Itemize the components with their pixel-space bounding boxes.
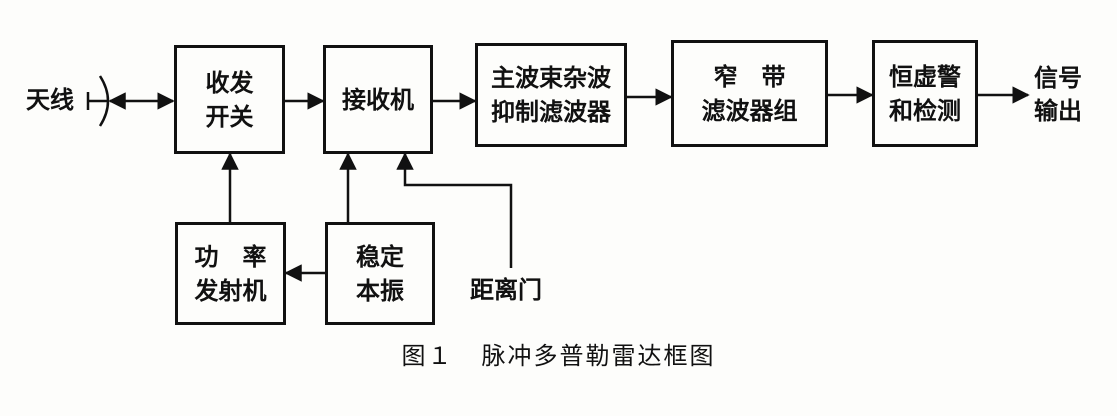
cfar-block: 恒虚警和检测 [872,40,978,147]
transmitter-block: 功 率发射机 [175,222,286,325]
range-gate-receiver-link [396,152,513,268]
figure-title: 脉冲多普勒雷达框图 [481,342,716,370]
transmitter-block-line-2: 发射机 [194,276,267,305]
stalo-block-line-1: 稳定 [356,242,404,271]
narrowband-filter-block-line-2: 滤波器组 [701,96,798,125]
range-gate-label: 距离门 [470,276,542,304]
clutter-filter-block: 主波束杂波抑制滤波器 [475,43,627,147]
antenna-label: 天线 [26,86,74,114]
cfar-block-line-1: 恒虚警 [889,62,961,91]
receiver-block-line-1: 接收机 [342,85,414,114]
transmitter-block-line-1: 功 率 [194,242,267,271]
duplexer-block-line-1: 收发 [205,68,254,97]
output-label-line2: 输出 [1034,97,1082,125]
receiver-block: 接收机 [323,45,433,154]
duplexer-block-line-2: 开关 [205,102,254,131]
figure-caption: 图１ 脉冲多普勒雷达框图 [0,336,1117,371]
duplexer-block: 收发开关 [174,45,285,154]
clutter-filter-block-line-1: 主波束杂波 [491,64,611,92]
stalo-block: 稳定本振 [325,222,435,325]
output-label-line1: 信号 [1034,64,1082,92]
cfar-block-line-2: 和检测 [889,96,961,125]
narrowband-filter-block-line-1: 窄 带 [713,62,786,91]
narrowband-filter-block: 窄 带滤波器组 [671,40,828,147]
figure-number: 图１ [401,342,454,370]
clutter-filter-block-line-2: 抑制滤波器 [491,98,611,126]
stalo-block-line-2: 本振 [356,276,404,305]
